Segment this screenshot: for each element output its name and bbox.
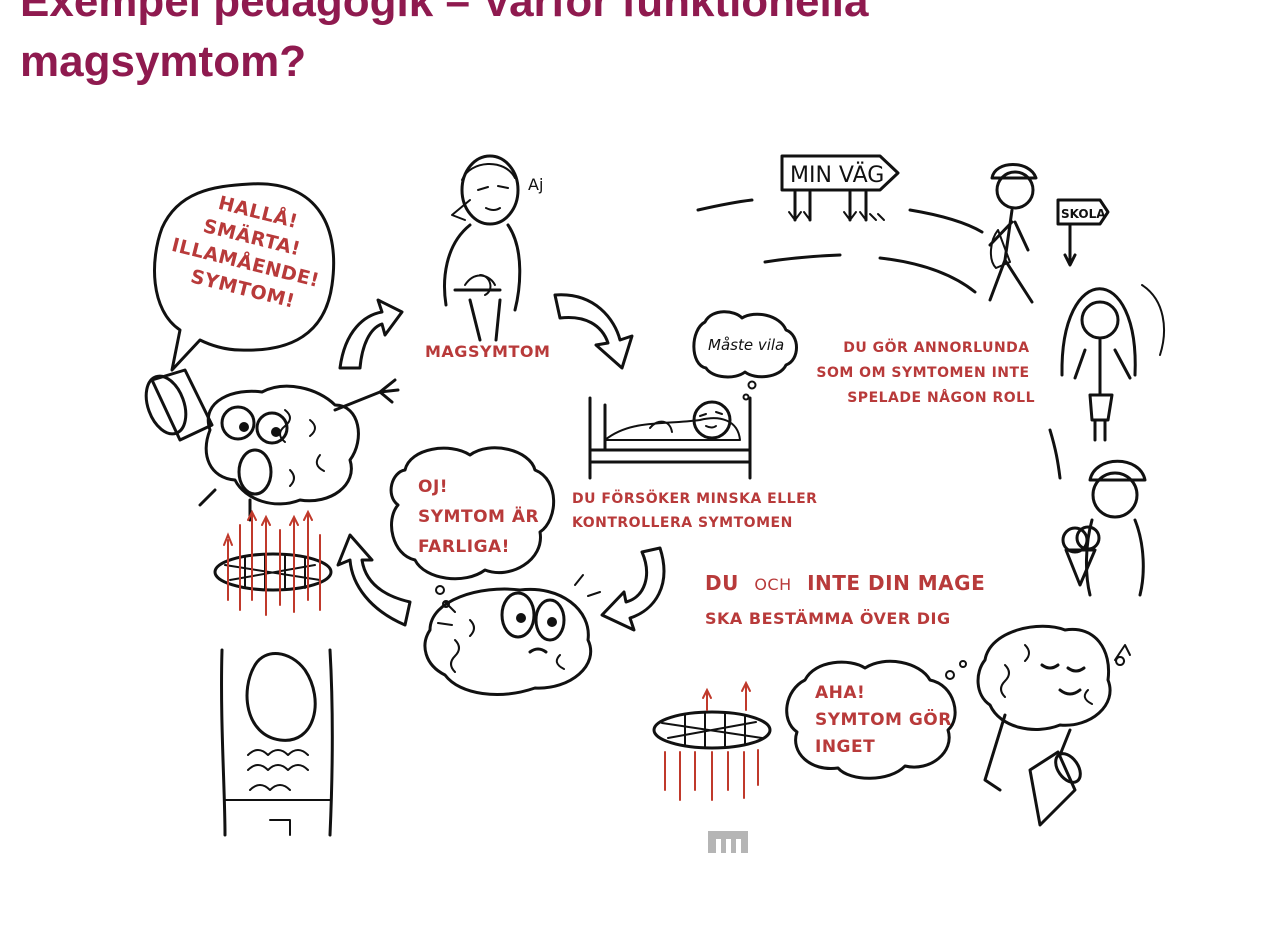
- aha-line3: INGET: [815, 737, 875, 757]
- sign-skola-text: SKOLA: [1061, 207, 1106, 221]
- cycle-arrow-3: [600, 546, 666, 632]
- thought-bubble-danger: OJ! SYMTOM ÄR FARLIGA!: [389, 446, 556, 608]
- slide-title: Exempel pedagogik – Varför funktionella …: [20, 0, 868, 92]
- relaxed-brain-icon: [976, 624, 1131, 827]
- cycle-arrow-4: [336, 533, 412, 627]
- girl-stomachache-icon: [443, 154, 522, 342]
- cycle-arrow-2: [553, 293, 634, 370]
- slogan: DU OCH INTE DIN MAGE SKA BESTÄMMA ÖVER D…: [705, 571, 985, 628]
- path-lines: [696, 198, 1062, 480]
- svg-text:DU FÖRSÖKER MINSKA ELLER: DU FÖRSÖKER MINSKA ELLER KONTROLLERA SYM…: [572, 489, 823, 531]
- thought-bubble-rest: Måste vila: [692, 310, 798, 401]
- control-caption-line2: KONTROLLERA SYMTOMEN: [572, 515, 793, 531]
- control-caption-line1: DU FÖRSÖKER MINSKA ELLER: [572, 489, 817, 507]
- aha-line1: AHA!: [815, 683, 865, 703]
- different-line1: DU GÖR ANNORLUNDA: [843, 338, 1029, 356]
- scared-brain-icon: [423, 574, 601, 696]
- slogan-du: DU: [705, 571, 739, 595]
- svg-text:AHA! SYMTOM GÖR IN: AHA! SYMTOM GÖR INGET: [815, 683, 958, 757]
- slide-title-line1: Exempel pedagogik – Varför funktionella: [20, 0, 869, 26]
- signpost-skola-icon: SKOLA: [1056, 198, 1110, 267]
- control-caption: DU FÖRSÖKER MINSKA ELLER KONTROLLERA SYM…: [572, 489, 823, 531]
- different-caption: DU GÖR ANNORLUNDA SOM OM SYMTOMEN INTE S…: [816, 338, 1035, 406]
- speech-bubble-alarm: HALLÅ! SMÄRTA! ILLAMÅENDE! SYMTOM!: [153, 182, 341, 372]
- cycle-arrow-1: [338, 298, 404, 370]
- stomach-icon: [220, 648, 334, 837]
- sign-min-vag-text: MIN VÄG: [790, 162, 884, 188]
- girl-exclaim: Aj: [528, 175, 543, 194]
- different-line2: SOM OM SYMTOMEN INTE: [816, 365, 1029, 381]
- rest-thought-text: Måste vila: [708, 336, 784, 354]
- different-line3: SPELADE NÅGON ROLL: [847, 389, 1035, 406]
- signpost-min-vag-icon: MIN VÄG: [780, 154, 900, 222]
- thought-bubble-aha: AHA! SYMTOM GÖR INGET: [785, 659, 967, 780]
- girl-jumprope-icon: [1060, 284, 1165, 442]
- slide-title-line2: magsymtom?: [20, 37, 307, 86]
- svg-text:DU GÖR ANNORLUNDA SOM OM: DU GÖR ANNORLUNDA SOM OM SYMTOMEN INTE S…: [816, 338, 1035, 406]
- brain-megaphone-icon: [144, 368, 400, 522]
- danger-line1: OJ!: [418, 477, 448, 497]
- boy-icecream-icon: [1061, 459, 1147, 597]
- bed-icon: [588, 396, 752, 480]
- svg-text:OJ! SYMTOM ÄR FARL: OJ! SYMTOM ÄR FARLIGA!: [418, 477, 546, 557]
- svg-text:DU OCH INTE DIN MA: DU OCH INTE DIN MAGE: [705, 571, 985, 595]
- slogan-inte-din-mage: INTE DIN MAGE: [807, 571, 985, 595]
- magsymtom-label: MAGSYMTOM: [425, 342, 550, 361]
- aha-line2: SYMTOM GÖR: [815, 708, 952, 730]
- net-icon: [213, 509, 333, 616]
- net-small-icon: [652, 680, 772, 801]
- boy-walking-icon: [988, 163, 1038, 304]
- logo-icon: [708, 831, 748, 853]
- svg-text:HALLÅ! SMÄRTA! ILL: HALLÅ! SMÄRTA! ILLAMÅENDE! SYMTOM!: [163, 182, 341, 319]
- slogan-line2: SKA BESTÄMMA ÖVER DIG: [705, 609, 951, 628]
- danger-line2: SYMTOM ÄR: [418, 505, 539, 527]
- slogan-och: OCH: [754, 575, 791, 594]
- danger-line3: FARLIGA!: [418, 537, 510, 557]
